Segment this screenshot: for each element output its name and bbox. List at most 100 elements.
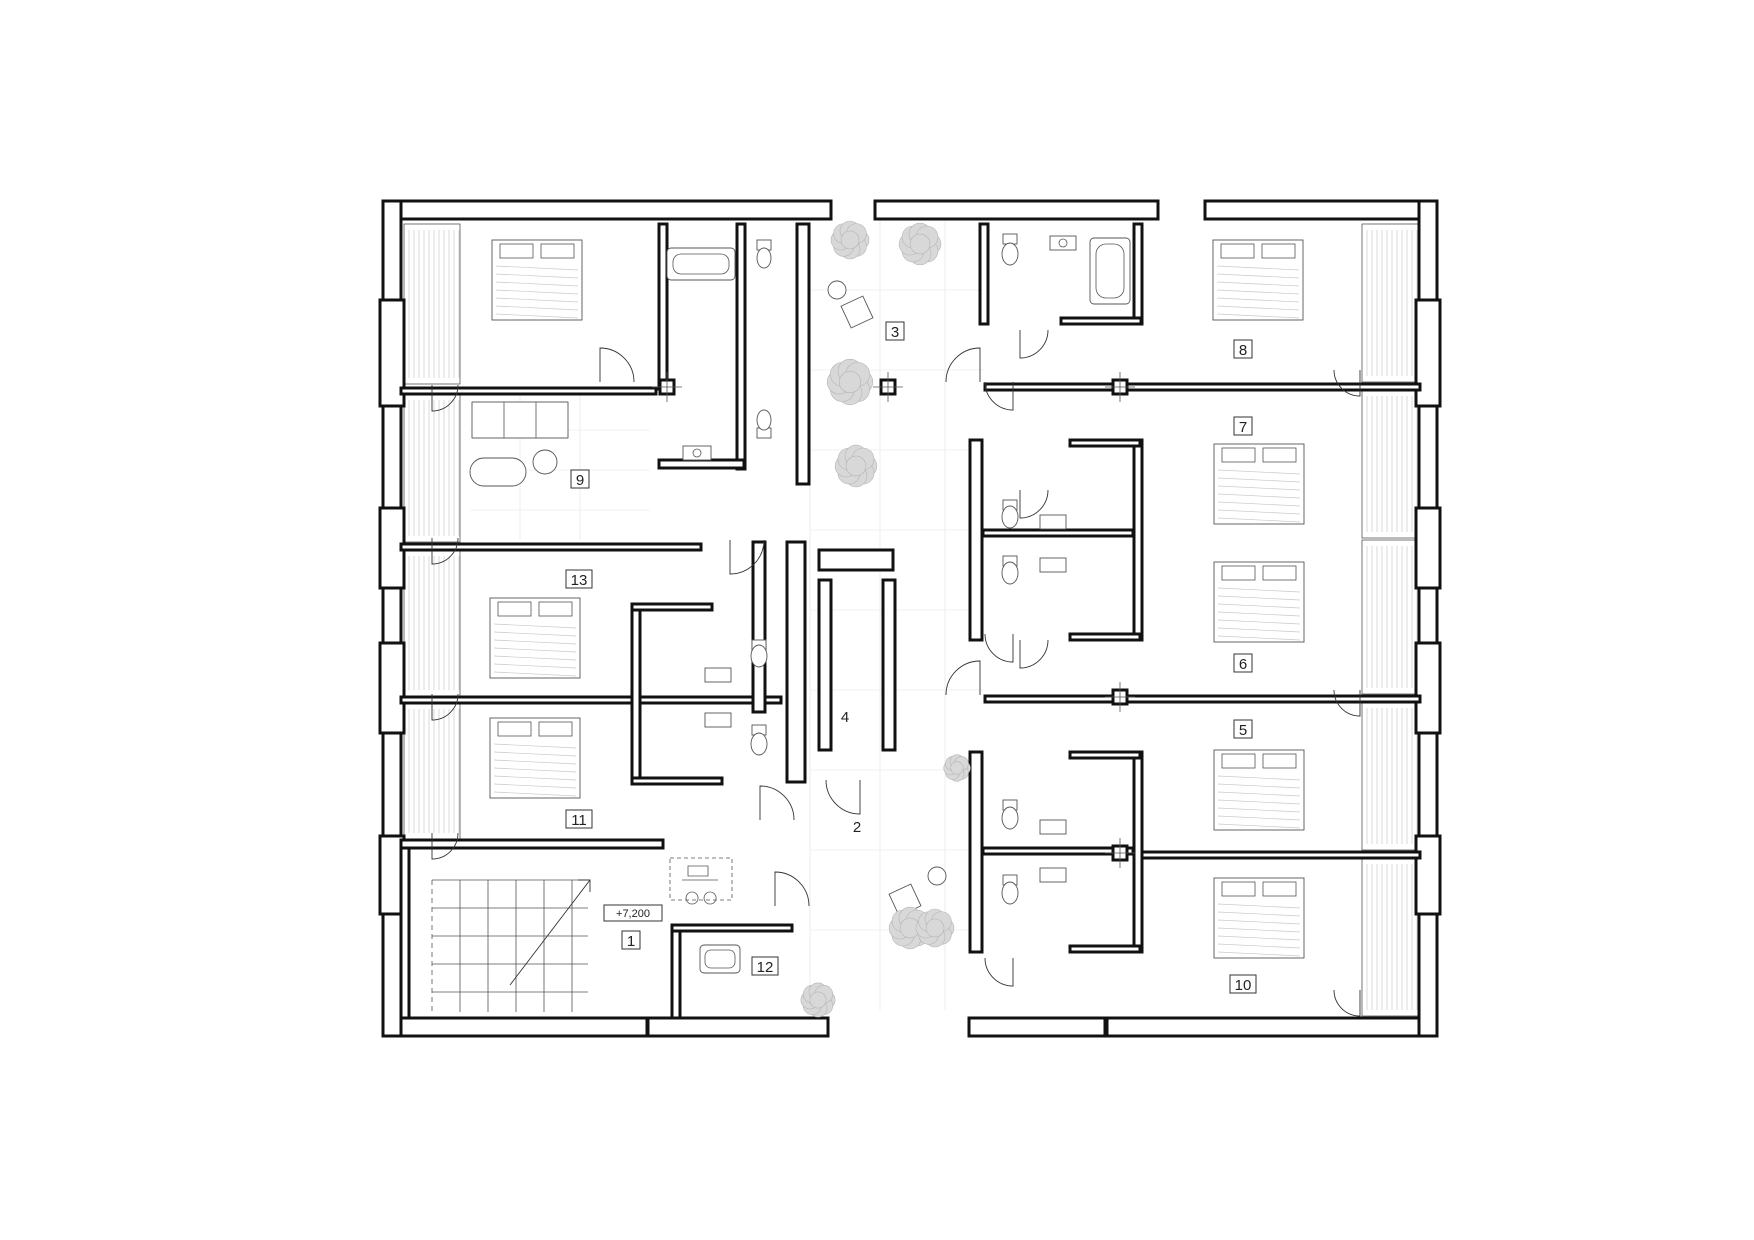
svg-text:11: 11 (571, 812, 587, 829)
plant-icon (826, 358, 874, 406)
balcony (1361, 223, 1419, 383)
plant-icon (834, 444, 878, 488)
balcony (1361, 857, 1419, 1017)
bathtub-icon (666, 247, 736, 281)
toilet-icon (1001, 874, 1019, 905)
bed-icon (1213, 877, 1305, 959)
interior-walls (399, 222, 1422, 1020)
room-label-4: 4 (841, 709, 849, 726)
svg-text:13: 13 (571, 572, 588, 589)
sink-icon (1039, 557, 1067, 573)
toilet-icon (1001, 799, 1019, 830)
structural-column-icon (873, 372, 903, 402)
door-swing-icon (984, 381, 1014, 411)
sink-icon (704, 712, 732, 728)
structural-column-icon (1105, 838, 1135, 868)
balcony (403, 223, 461, 385)
plants (800, 220, 971, 1018)
sink-icon (704, 667, 732, 683)
svg-text:+7,200: +7,200 (616, 908, 650, 920)
svg-text:7: 7 (1239, 419, 1247, 436)
svg-text:6: 6 (1239, 656, 1247, 673)
sink-icon (1049, 235, 1077, 251)
plant-icon (800, 982, 836, 1018)
room-label-13: 13 (565, 569, 593, 589)
door-swing-icon (1019, 489, 1049, 519)
balcony (403, 549, 461, 697)
door-swing-icon (984, 957, 1014, 987)
exterior-walls (378, 199, 1442, 1038)
door-swing-icon (431, 537, 459, 565)
bed-icon (1213, 749, 1305, 831)
room-label-7: 7 (1233, 416, 1253, 436)
bed-icon (489, 717, 581, 799)
room-label-9: 9 (570, 469, 590, 489)
bed-icon (1213, 443, 1305, 525)
armchair-icon (840, 295, 874, 329)
toilet-icon (1001, 555, 1019, 585)
plant-icon (830, 220, 870, 260)
wheelchair-icon (669, 857, 733, 905)
balcony (403, 702, 461, 840)
bathtub-icon (469, 457, 527, 487)
room-label-8: 8 (1233, 339, 1253, 359)
room-label-6: 6 (1233, 653, 1253, 673)
structural-column-icon (652, 372, 682, 402)
door-swing-icon (599, 347, 635, 383)
balcony (1361, 389, 1419, 539)
room-label-12: 12 (751, 956, 779, 976)
toilet-icon (756, 409, 772, 439)
staircase (431, 879, 591, 1012)
toilet-icon (750, 639, 768, 668)
room-label-2: 2 (853, 819, 861, 836)
svg-text:12: 12 (757, 959, 774, 976)
toilet-icon (756, 239, 772, 269)
bed-icon (489, 597, 581, 679)
bathtub-icon (1089, 237, 1131, 305)
toilet-icon (1001, 233, 1019, 266)
svg-text:3: 3 (891, 324, 899, 341)
door-swing-icon (945, 347, 981, 383)
bathroom-fixtures (469, 233, 1131, 974)
structural-columns (652, 372, 1135, 868)
svg-text:2: 2 (853, 819, 861, 836)
toilet-icon (750, 724, 768, 756)
room-label-10: 10 (1229, 974, 1257, 994)
room-label-1: 1 (621, 930, 641, 950)
structural-column-icon (1105, 682, 1135, 712)
plant-icon (943, 754, 971, 782)
level-mark: +7,200 (603, 904, 663, 922)
door-swing-icon (431, 384, 459, 412)
door-swing-icon (431, 832, 459, 860)
door-swing-icon (1019, 639, 1049, 669)
door-swing-icon (984, 633, 1014, 663)
sink-icon (682, 445, 712, 461)
balcony (403, 393, 461, 543)
svg-text:1: 1 (627, 933, 635, 950)
svg-text:5: 5 (1239, 722, 1247, 739)
door-swing-icon (1333, 989, 1361, 1017)
sink-icon (1039, 819, 1067, 835)
svg-text:10: 10 (1235, 977, 1252, 994)
door-swing-icon (825, 779, 861, 815)
bed-icon (1212, 239, 1304, 321)
beds (489, 239, 1305, 959)
bathtub-icon (699, 944, 741, 974)
plant-icon (915, 908, 955, 948)
door-swing-icon (759, 785, 795, 821)
door-swing-icon (945, 660, 981, 696)
svg-text:8: 8 (1239, 342, 1247, 359)
balcony (1361, 539, 1419, 695)
structural-column-icon (1105, 372, 1135, 402)
door-swing-icon (431, 693, 459, 721)
sink-icon (1039, 867, 1067, 883)
toilet-icon (1001, 499, 1019, 529)
door-swing-icon (1333, 689, 1361, 717)
room-label-5: 5 (1233, 719, 1253, 739)
doors (431, 329, 1361, 1017)
balcony (1361, 701, 1419, 851)
svg-text:4: 4 (841, 709, 849, 726)
door-swing-icon (774, 871, 810, 907)
door-swing-icon (729, 539, 765, 575)
